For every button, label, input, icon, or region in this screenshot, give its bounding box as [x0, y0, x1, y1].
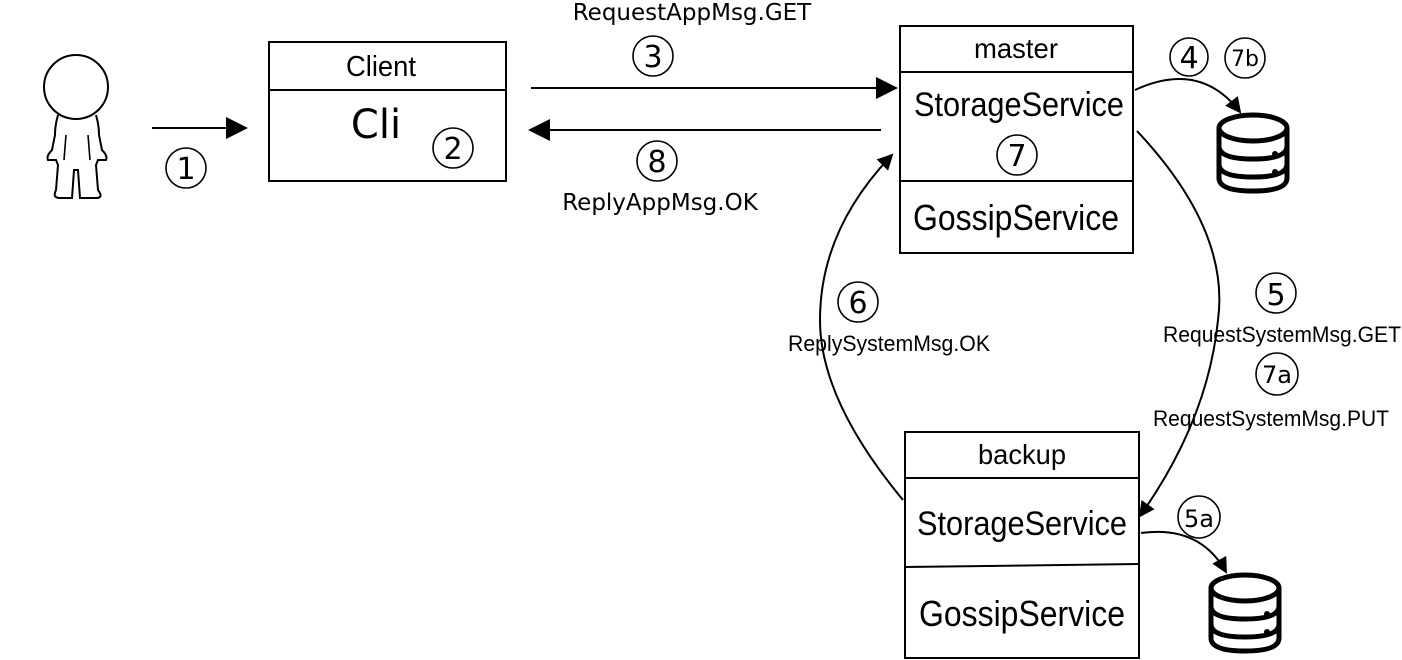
user-icon	[43, 54, 109, 199]
step-8-label: 8	[647, 145, 666, 180]
backup-storage-service: StorageService	[917, 505, 1127, 543]
arrow-backup-to-master	[818, 153, 904, 501]
step-1-badge: 1	[165, 147, 207, 189]
request-system-get-label: RequestSystemMsg.GET	[1163, 322, 1401, 347]
request-app-label: RequestAppMsg.GET	[573, 0, 812, 26]
reply-system-label: ReplySystemMsg.OK	[788, 331, 990, 356]
step-7a-label: 7a	[1262, 361, 1292, 389]
step-5-label: 5	[1266, 278, 1285, 313]
step-7-badge: 7	[996, 134, 1038, 176]
step-2-label: 2	[443, 132, 462, 167]
backup-gossip-service: GossipService	[919, 593, 1125, 634]
step-4-label: 4	[1179, 41, 1198, 76]
step-6-badge: 6	[837, 281, 879, 323]
request-system-put-label: RequestSystemMsg.PUT	[1153, 406, 1389, 431]
step-6-label: 6	[848, 286, 867, 321]
reply-app-label: ReplyAppMsg.OK	[562, 190, 758, 216]
arrow-master-to-db	[1134, 78, 1242, 114]
backup-node: backup StorageService GossipService	[904, 431, 1140, 659]
arrow-backup-to-db	[1140, 530, 1227, 574]
database-icon	[1208, 572, 1282, 654]
client-component: Cli	[351, 102, 401, 148]
step-5a-badge: 5a	[1177, 495, 1221, 539]
step-3-label: 3	[643, 40, 662, 75]
master-node: master StorageService 7 GossipService	[899, 25, 1134, 254]
step-5a-label: 5a	[1184, 505, 1214, 533]
step-5-badge: 5	[1255, 272, 1297, 314]
client-node: Client Cli 2	[268, 41, 507, 182]
step-2-badge: 2	[432, 127, 474, 169]
step-1-label: 1	[176, 152, 195, 187]
step-7a-badge: 7a	[1255, 352, 1299, 396]
master-storage-service: StorageService	[914, 86, 1124, 124]
backup-title: backup	[978, 439, 1066, 470]
step-3-badge: 3	[632, 35, 674, 77]
master-gossip-service: GossipService	[913, 197, 1119, 238]
step-7-label: 7	[1007, 139, 1026, 174]
arrow-master-to-backup	[1136, 130, 1221, 518]
database-icon	[1216, 112, 1290, 194]
step-8-badge: 8	[636, 140, 678, 182]
step-7b-label: 7b	[1231, 47, 1259, 72]
client-title: Client	[346, 51, 416, 83]
step-4-badge: 4	[1169, 37, 1209, 77]
master-title: master	[974, 33, 1058, 64]
step-7b-badge: 7b	[1224, 37, 1266, 79]
